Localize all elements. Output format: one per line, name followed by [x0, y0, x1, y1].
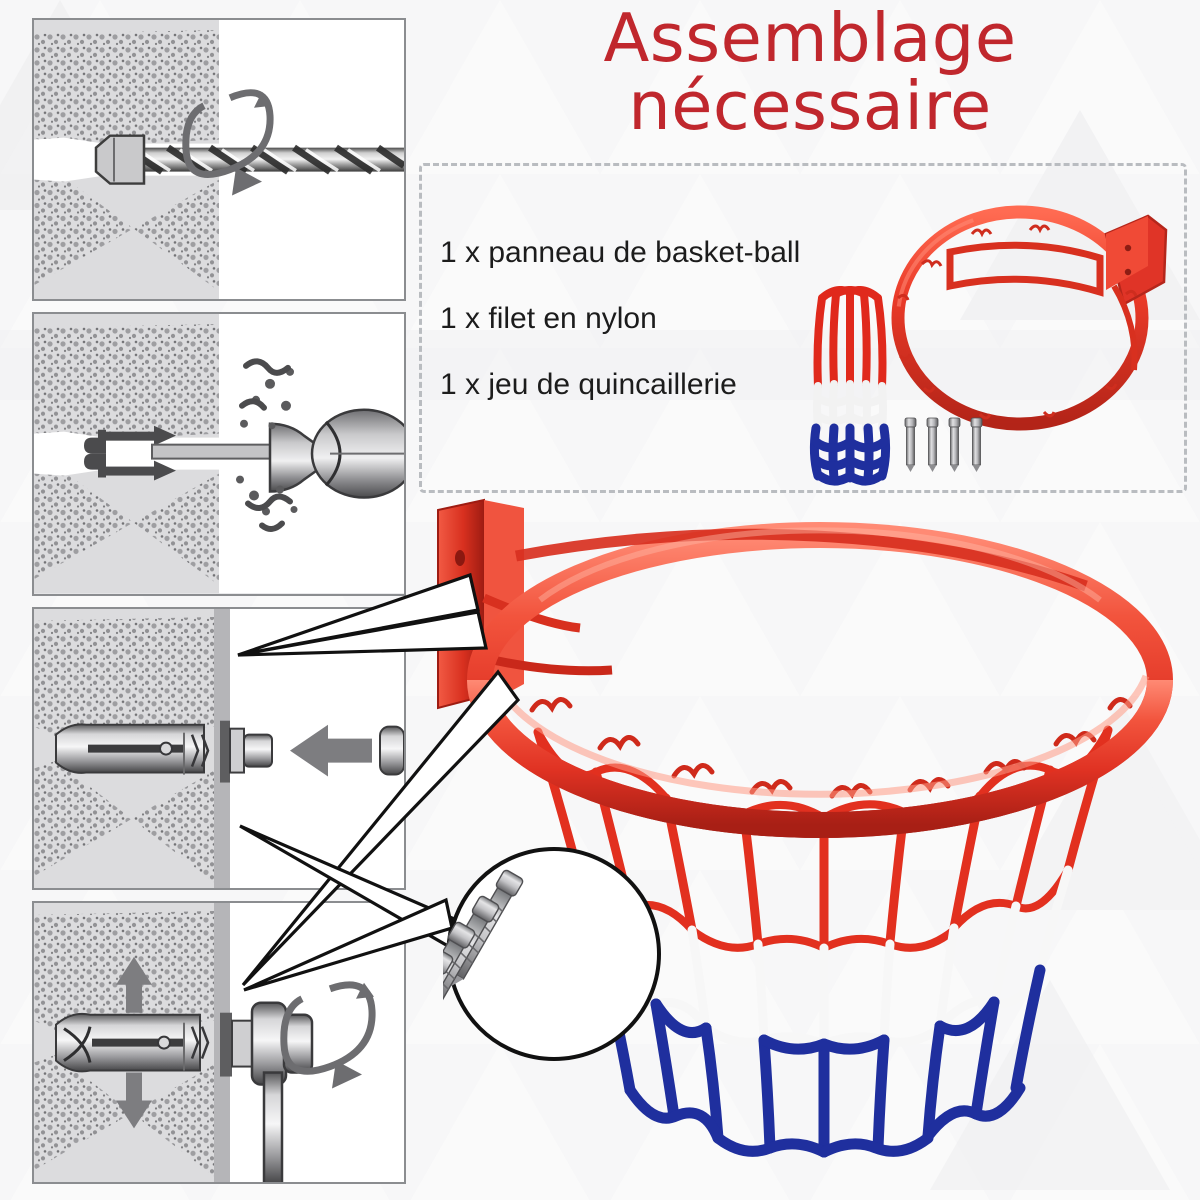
net-bundle-image [809, 286, 891, 486]
expansion-arrows-icon [116, 956, 152, 1129]
contents-box: 1 x panneau de basket-ball 1 x filet en … [419, 163, 1187, 493]
step-panel-1-drill-hole [32, 18, 406, 302]
list-item: 1 x panneau de basket-ball [440, 236, 801, 269]
tighten-anchor-illustration [34, 902, 404, 1182]
anchor-bolt-detail-circle [443, 847, 661, 1061]
mini-hoop-rim-image [891, 205, 1168, 431]
mini-anchor-bolts-image [904, 417, 983, 472]
list-item: 1 x filet en nylon [440, 302, 657, 335]
insert-anchor-illustration [34, 608, 404, 888]
page-title-line-1: Assemblage [603, 0, 1017, 77]
page-title: Assemblage nécessaire [430, 4, 1190, 141]
step-panel-4-tighten-anchor [32, 900, 406, 1184]
list-item: 1 x jeu de quincaillerie [440, 368, 737, 401]
drill-hole-illustration [34, 20, 404, 300]
assembly-steps-column [32, 18, 406, 1184]
main-product-image [437, 498, 1173, 1158]
step-panel-3-insert-anchor [32, 606, 406, 890]
page-title-line-2: nécessaire [628, 67, 992, 146]
blow-dust-illustration [34, 314, 404, 594]
step-panel-2-blow-out-dust [32, 312, 406, 596]
insert-arrow-icon [84, 425, 176, 481]
contents-list: 1 x panneau de basket-ball 1 x filet en … [440, 238, 860, 436]
